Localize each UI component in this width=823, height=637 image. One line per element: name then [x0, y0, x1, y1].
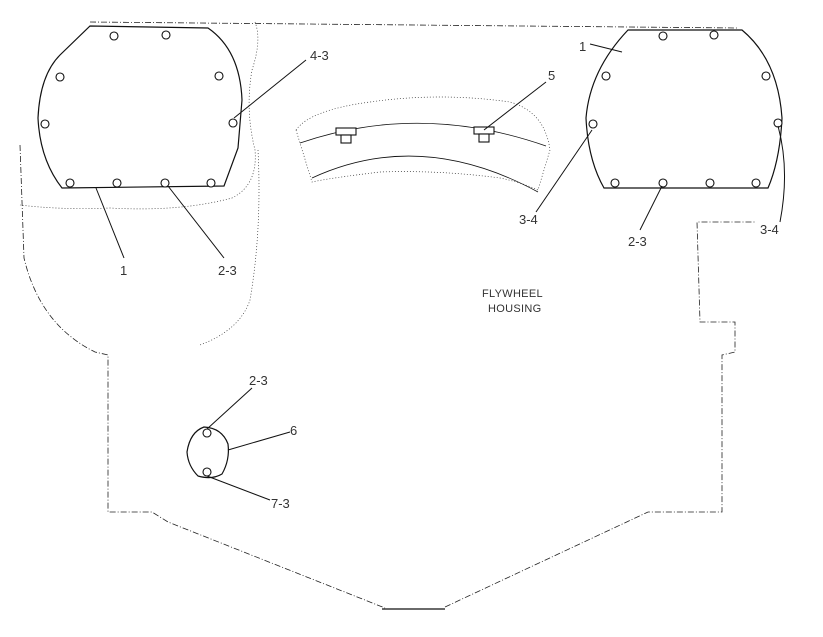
left-cover-bolt [161, 30, 171, 40]
housing-title-line2: HOUSING [488, 303, 541, 315]
right-cover-bolt [773, 118, 783, 128]
housing-outline [19, 21, 756, 610]
right-cover-bolt [610, 178, 620, 188]
left-cover-bolt [228, 118, 238, 128]
left-cover-bolt [55, 72, 65, 82]
housing-title-line1: FLYWHEEL [482, 288, 543, 300]
left-cover-bolt [65, 178, 75, 188]
small-plate-bolt [202, 428, 212, 438]
callout-small-plate: 6 [290, 423, 297, 438]
callout-right-bolts-bottom: 2-3 [628, 234, 647, 249]
bolt-head-5b [473, 126, 495, 143]
callout-right-bolt-right: 3-4 [760, 222, 779, 237]
right-cover-bolt [751, 178, 761, 188]
right-cover-bolt [705, 178, 715, 188]
callout-small-plate-bolt-top: 2-3 [249, 373, 268, 388]
callout-left-side-bolt: 4-3 [310, 48, 329, 63]
left-cover-bolt [214, 71, 224, 81]
right-cover-bolt [588, 119, 598, 129]
right-cover-plate [585, 29, 783, 189]
left-cover-plate [37, 25, 243, 189]
right-cover-bolt [658, 31, 668, 41]
callout-upper-bolts: 5 [548, 68, 555, 83]
left-cover-bolt [206, 178, 216, 188]
leader-lines [95, 43, 785, 501]
housing-contours [19, 21, 260, 346]
right-cover-bolt [658, 178, 668, 188]
bolt-head-5a [335, 127, 357, 144]
callout-left-cover: 1 [120, 263, 127, 278]
callout-left-bolts: 2-3 [218, 263, 237, 278]
left-cover-bolt [160, 178, 170, 188]
right-cover-bolt [601, 71, 611, 81]
upper-window [295, 96, 551, 193]
callout-right-bolt-left: 3-4 [519, 212, 538, 227]
left-cover-bolt [112, 178, 122, 188]
small-plate-bolt [202, 467, 212, 477]
left-cover-bolt [40, 119, 50, 129]
left-cover-bolt [109, 31, 119, 41]
right-cover-bolt [761, 71, 771, 81]
small-cover-plate [186, 426, 229, 479]
callout-small-plate-bolt-bottom: 7-3 [271, 496, 290, 511]
callout-right-cover: 1 [579, 39, 586, 54]
right-cover-bolt [709, 30, 719, 40]
